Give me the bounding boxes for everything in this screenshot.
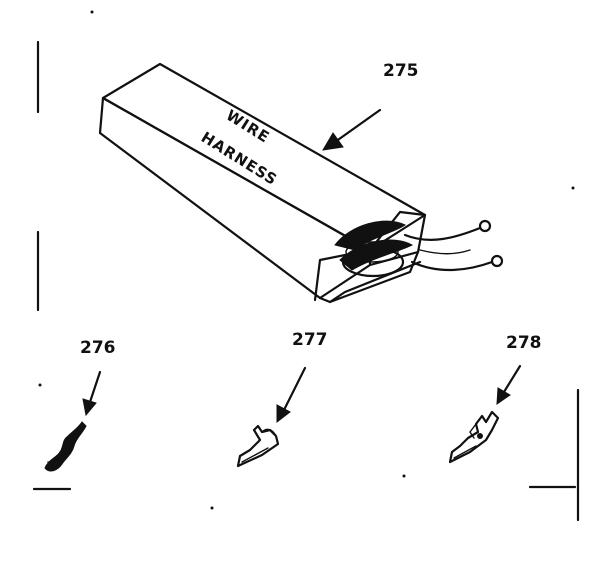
box-label-wire: WIRE [223, 106, 273, 147]
arrow-277 [276, 366, 307, 424]
terminal-277 [236, 424, 280, 468]
callout-276: 276 [80, 338, 116, 358]
callout-278: 278 [506, 333, 542, 353]
arrow-278 [496, 364, 522, 405]
terminal-278 [448, 410, 500, 464]
scan-edge-marks [32, 10, 580, 522]
callout-275: 275 [383, 61, 419, 81]
wire-harness-box: WIRE HARNESS [98, 62, 504, 304]
callout-277: 277 [292, 330, 328, 350]
arrow-275 [322, 108, 382, 151]
arrow-276 [82, 370, 102, 417]
terminal-276 [44, 421, 87, 472]
